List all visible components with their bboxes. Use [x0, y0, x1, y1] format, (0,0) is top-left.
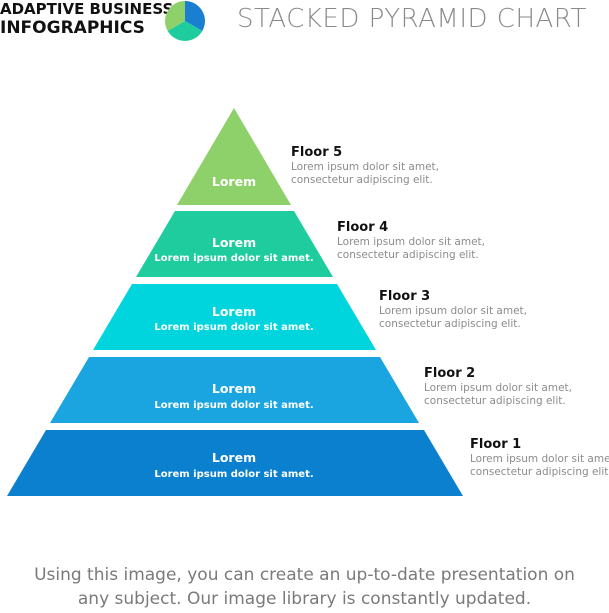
callout-desc-line2: consectetur adipiscing elit. [291, 174, 433, 186]
callout-floor-2: Floor 2 Lorem ipsum dolor sit amet, cons… [424, 366, 572, 408]
callout-floor-4: Floor 4 Lorem ipsum dolor sit amet, cons… [337, 220, 485, 262]
pyramid-level-4 [136, 211, 333, 277]
callout-desc-line2: consectetur adipiscing elit. [337, 249, 479, 261]
callout-desc-line1: Lorem ipsum dolor sit amet, [337, 236, 485, 248]
callout-desc-line1: Lorem ipsum dolor sit amet, [424, 382, 572, 394]
callout-heading: Floor 2 [424, 366, 476, 381]
pyramid-level-3 [93, 284, 376, 350]
callout-desc-line2: consectetur adipiscing elit. [470, 466, 609, 478]
callout-desc-line2: consectetur adipiscing elit. [379, 318, 521, 330]
callout-floor-3: Floor 3 Lorem ipsum dolor sit amet, cons… [379, 289, 527, 331]
footer-caption: Using this image, you can create an up-t… [0, 563, 609, 611]
callout-heading: Floor 5 [291, 145, 343, 160]
level-1-label: Lorem [212, 450, 256, 465]
pie-cube-icon [165, 1, 205, 41]
footer-line1: Using this image, you can create an up-t… [34, 565, 575, 585]
callout-heading: Floor 3 [379, 289, 431, 304]
callout-desc-line2: consectetur adipiscing elit. [424, 395, 566, 407]
level-2-label: Lorem [212, 381, 256, 396]
callout-desc-line1: Lorem ipsum dolor sit amet, [470, 453, 609, 465]
level-1-sublabel: Lorem ipsum dolor sit amet. [154, 469, 313, 480]
logo-segment-bottom [167, 21, 203, 41]
callout-desc-line1: Lorem ipsum dolor sit amet, [291, 161, 439, 173]
pyramid-level-5 [177, 108, 291, 205]
level-2-sublabel: Lorem ipsum dolor sit amet. [154, 400, 313, 411]
brand-line2: INFOGRAPHICS [0, 18, 145, 38]
callout-heading: Floor 4 [337, 220, 389, 235]
level-4-sublabel: Lorem ipsum dolor sit amet. [154, 253, 313, 264]
level-5-label: Lorem [212, 174, 256, 189]
footer-line2: any subject. Our image library is consta… [77, 589, 532, 609]
level-3-sublabel: Lorem ipsum dolor sit amet. [154, 322, 313, 333]
brand-line1: ADAPTIVE BUSINESS [0, 0, 174, 18]
callout-heading: Floor 1 [470, 437, 522, 452]
callout-floor-5: Floor 5 Lorem ipsum dolor sit amet, cons… [291, 145, 439, 187]
callout-desc-line1: Lorem ipsum dolor sit amet, [379, 305, 527, 317]
level-3-label: Lorem [212, 304, 256, 319]
callout-floor-1: Floor 1 Lorem ipsum dolor sit amet, cons… [470, 437, 609, 479]
logo-segment-left [165, 1, 185, 31]
page-title: STACKED PYRAMID CHART [237, 4, 587, 34]
pyramid-level-2 [50, 357, 419, 423]
logo-segment-top [185, 1, 205, 31]
level-4-label: Lorem [212, 235, 256, 250]
pyramid-level-1 [7, 430, 463, 496]
